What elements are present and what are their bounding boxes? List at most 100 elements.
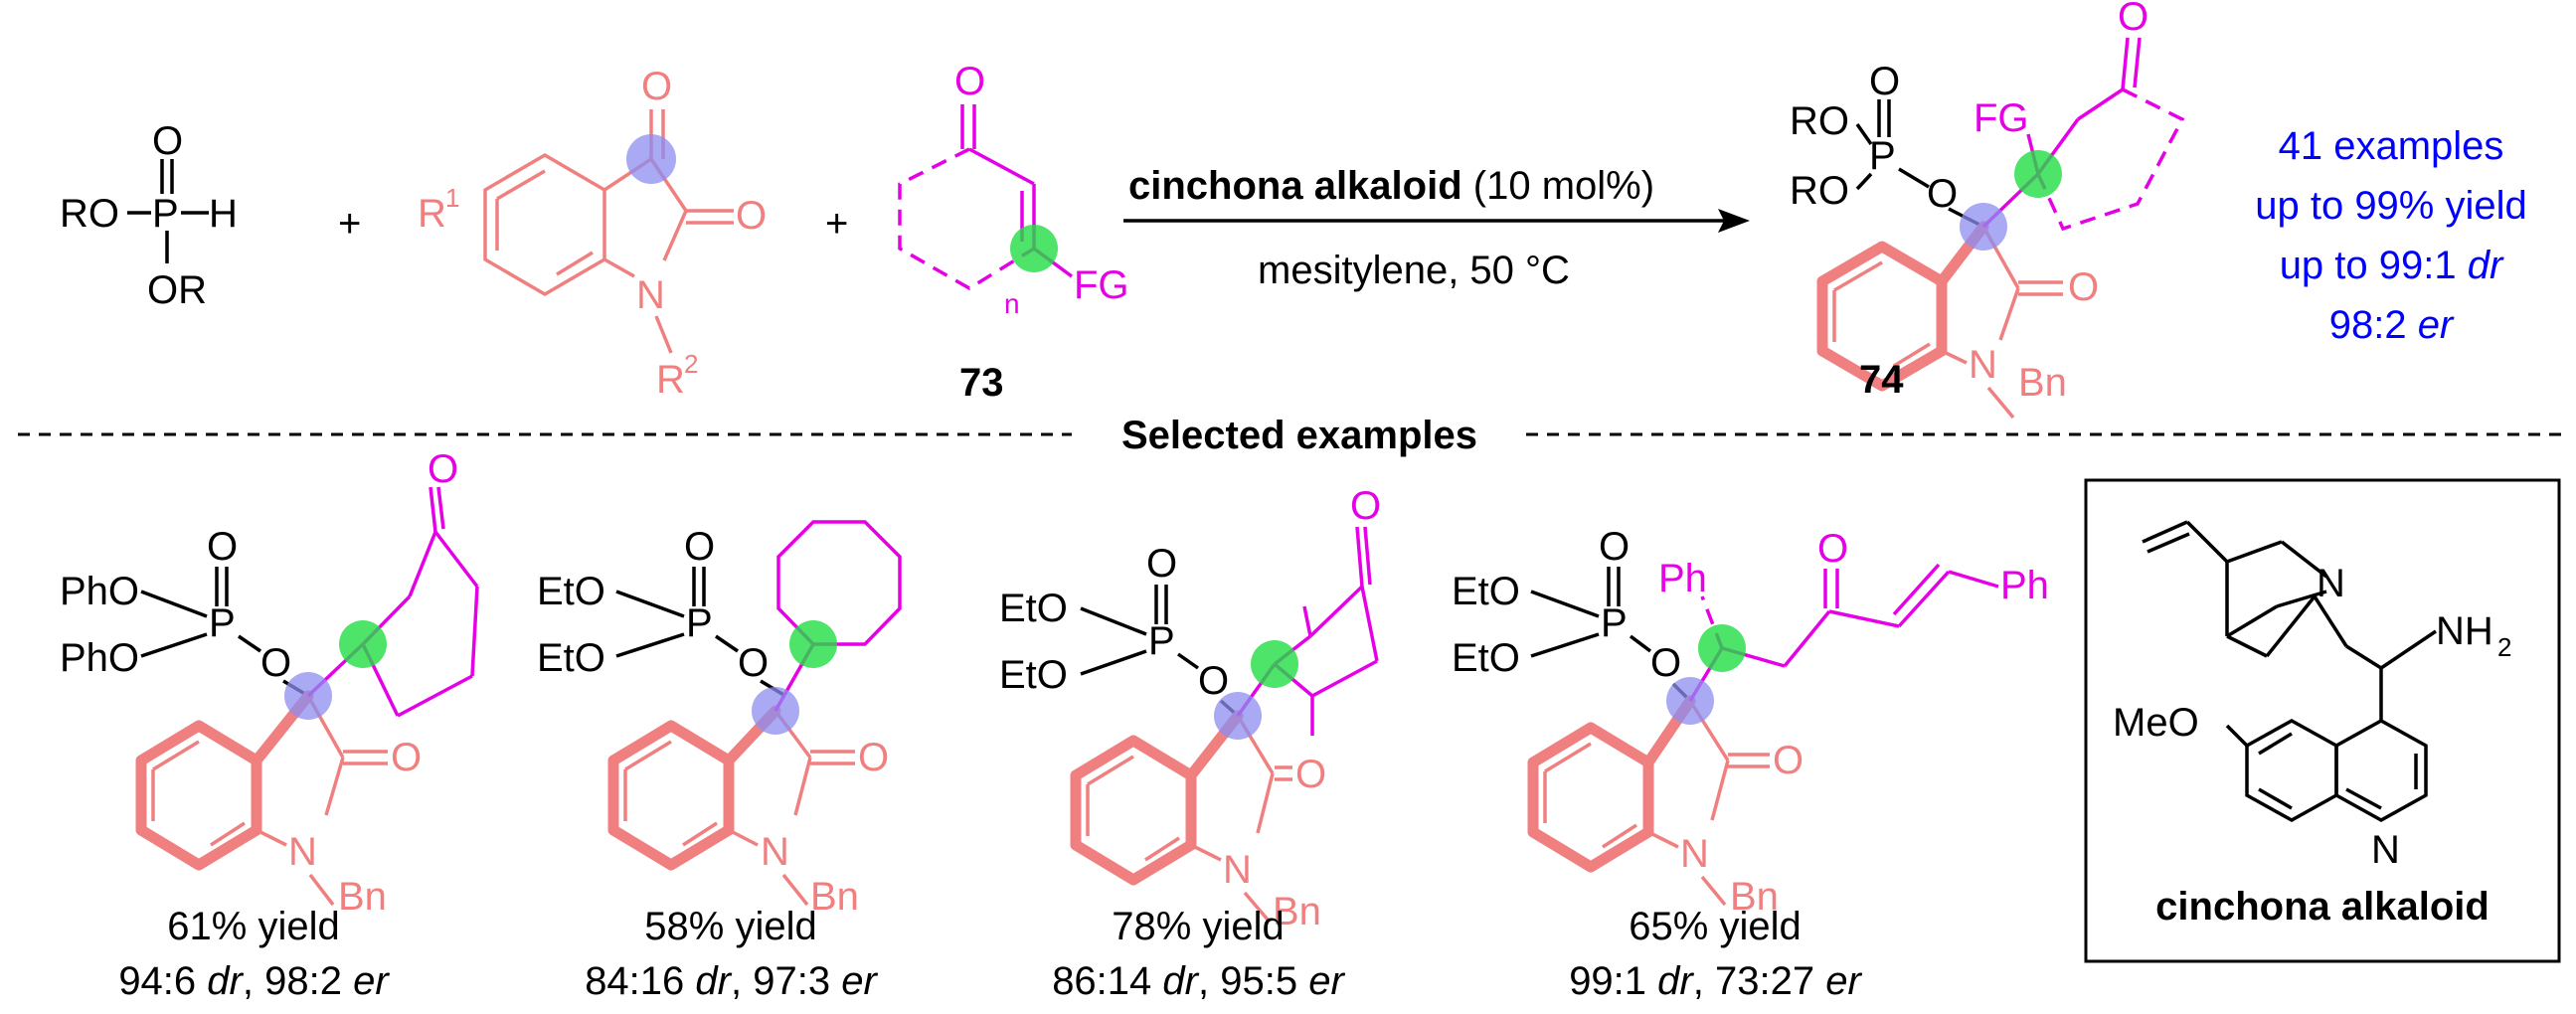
example-2: EtO EtO P O O O N Bn 58% yield 84:16 dr,… bbox=[537, 520, 902, 1003]
product-p-oxo: O bbox=[1869, 60, 1900, 103]
phosphite-oxo: O bbox=[152, 119, 183, 163]
svg-text:Bn: Bn bbox=[338, 875, 387, 919]
svg-text:O: O bbox=[1773, 739, 1803, 782]
solvent-temperature: mesitylene, 50 °C bbox=[1258, 249, 1570, 292]
plus-sign-2: + bbox=[825, 202, 848, 246]
svg-text:O: O bbox=[1198, 659, 1229, 703]
example-4-yield: 65% yield bbox=[1629, 905, 1801, 948]
example-3-yield: 78% yield bbox=[1112, 905, 1284, 948]
svg-text:P: P bbox=[1601, 601, 1628, 645]
svg-text:N: N bbox=[1680, 832, 1709, 876]
svg-text:O: O bbox=[1650, 641, 1681, 685]
svg-text:P: P bbox=[209, 601, 236, 645]
product-n: N bbox=[1969, 343, 1997, 387]
svg-text:O: O bbox=[207, 525, 238, 569]
example-1: PhO PhO P O O O N Bn O 6 bbox=[60, 447, 479, 1003]
svg-text:O: O bbox=[1817, 527, 1848, 571]
product-p: P bbox=[1869, 134, 1896, 178]
example-3: EtO EtO P O O O N Bn O bbox=[999, 484, 1381, 1003]
enone-oxo: O bbox=[954, 60, 985, 103]
product-blue-marker bbox=[1960, 203, 2007, 251]
svg-text:O: O bbox=[1295, 753, 1326, 796]
svg-text:P: P bbox=[686, 601, 713, 645]
phosphite-h: H bbox=[209, 192, 238, 236]
svg-text:O: O bbox=[260, 641, 291, 685]
isatin-n: N bbox=[636, 273, 665, 317]
svg-text:O: O bbox=[858, 736, 889, 779]
svg-text:1: 1 bbox=[445, 183, 459, 213]
catalyst-condition: cinchona alkaloid (10 mol%) bbox=[1128, 164, 1654, 208]
svg-text:O: O bbox=[1599, 525, 1630, 569]
isatin-r1: R bbox=[418, 192, 446, 236]
svg-text:N: N bbox=[1223, 848, 1252, 892]
svg-text:N: N bbox=[761, 830, 789, 874]
example-4: EtO EtO P O O O N Bn Ph O bbox=[1452, 525, 2049, 1003]
phosphite-or-bottom: OR bbox=[147, 268, 207, 312]
quinuclidine-n: N bbox=[2317, 562, 2345, 605]
reaction-arrow: cinchona alkaloid (10 mol%) mesitylene, … bbox=[1123, 164, 1750, 292]
enone-n: n bbox=[1004, 288, 1020, 319]
svg-text:EtO: EtO bbox=[999, 653, 1068, 697]
svg-text:EtO: EtO bbox=[999, 587, 1068, 630]
product-fg: FG bbox=[1974, 96, 2029, 140]
svg-text:O: O bbox=[738, 641, 769, 685]
isatin-o2: O bbox=[736, 194, 767, 238]
svg-text:PhO: PhO bbox=[60, 570, 139, 613]
isatin-reagent: O O N R 2 R 1 bbox=[418, 65, 767, 402]
svg-text:Bn: Bn bbox=[1730, 875, 1779, 919]
compound-label-73: 73 bbox=[959, 361, 1004, 405]
plus-sign-1: + bbox=[338, 202, 361, 246]
product-p-o: O bbox=[1927, 172, 1958, 216]
phosphite-p: P bbox=[152, 192, 179, 236]
product-oxindole-o: O bbox=[2068, 265, 2099, 309]
isatin-c3-marker bbox=[626, 134, 676, 184]
svg-text:Bn: Bn bbox=[810, 875, 859, 919]
example-2-yield: 58% yield bbox=[644, 905, 816, 948]
product-74: RO RO P O O O N Bn FG O bbox=[1790, 0, 2185, 420]
product-ketone-o: O bbox=[2118, 0, 2148, 39]
amine-nh2: NH bbox=[2436, 609, 2493, 653]
summary-examples: 41 examples bbox=[2279, 124, 2504, 168]
product-ro-top: RO bbox=[1790, 99, 1849, 143]
summary-yield: up to 99% yield bbox=[2255, 184, 2527, 228]
methoxy-group: MeO bbox=[2113, 701, 2199, 745]
summary-dr: up to 99:1 dr bbox=[2280, 244, 2504, 287]
product-green-marker bbox=[2014, 150, 2062, 198]
phosphite-reagent: RO P H O OR bbox=[60, 119, 238, 312]
divider-label: Selected examples bbox=[1121, 414, 1477, 457]
svg-text:2: 2 bbox=[684, 349, 698, 379]
svg-text:EtO: EtO bbox=[1452, 636, 1520, 680]
svg-text:O: O bbox=[1146, 542, 1177, 586]
svg-text:P: P bbox=[1148, 619, 1175, 663]
svg-text:EtO: EtO bbox=[537, 570, 605, 613]
enone-beta-marker bbox=[1010, 225, 1058, 272]
isatin-r2: R bbox=[656, 358, 685, 402]
example-4-ph-end: Ph bbox=[2000, 564, 2049, 607]
example-4-selectivity: 99:1 dr, 73:27 er bbox=[1569, 959, 1862, 1003]
example-2-selectivity: 84:16 dr, 97:3 er bbox=[585, 959, 878, 1003]
svg-text:2: 2 bbox=[2497, 632, 2511, 662]
svg-text:Bn: Bn bbox=[1273, 890, 1321, 933]
svg-text:O: O bbox=[1350, 484, 1381, 528]
example-1-yield: 61% yield bbox=[167, 905, 339, 948]
quinoline-n: N bbox=[2371, 828, 2400, 872]
example-4-ph-upper: Ph bbox=[1658, 557, 1707, 600]
example-3-selectivity: 86:14 dr, 95:5 er bbox=[1052, 959, 1345, 1003]
svg-text:EtO: EtO bbox=[537, 636, 605, 680]
phosphite-ro-left: RO bbox=[60, 192, 119, 236]
svg-text:O: O bbox=[428, 447, 458, 491]
compound-label-74: 74 bbox=[1859, 358, 1904, 402]
catalyst-box-label: cinchona alkaloid bbox=[2155, 885, 2490, 929]
isatin-o3: O bbox=[641, 65, 672, 108]
enone-fg: FG bbox=[1074, 263, 1129, 307]
divider: Selected examples bbox=[18, 414, 2570, 457]
svg-text:EtO: EtO bbox=[1452, 570, 1520, 613]
enone-reagent-73: O n FG 73 bbox=[898, 60, 1129, 405]
svg-text:N: N bbox=[288, 830, 317, 874]
example-1-selectivity: 94:6 dr, 98:2 er bbox=[118, 959, 390, 1003]
summary-box: 41 examples up to 99% yield up to 99:1 d… bbox=[2255, 124, 2527, 347]
product-ro-bottom: RO bbox=[1790, 169, 1849, 213]
product-bn: Bn bbox=[2018, 361, 2067, 405]
catalyst-structure-box: N NH 2 MeO N cinchona alkaloid bbox=[2084, 478, 2561, 963]
